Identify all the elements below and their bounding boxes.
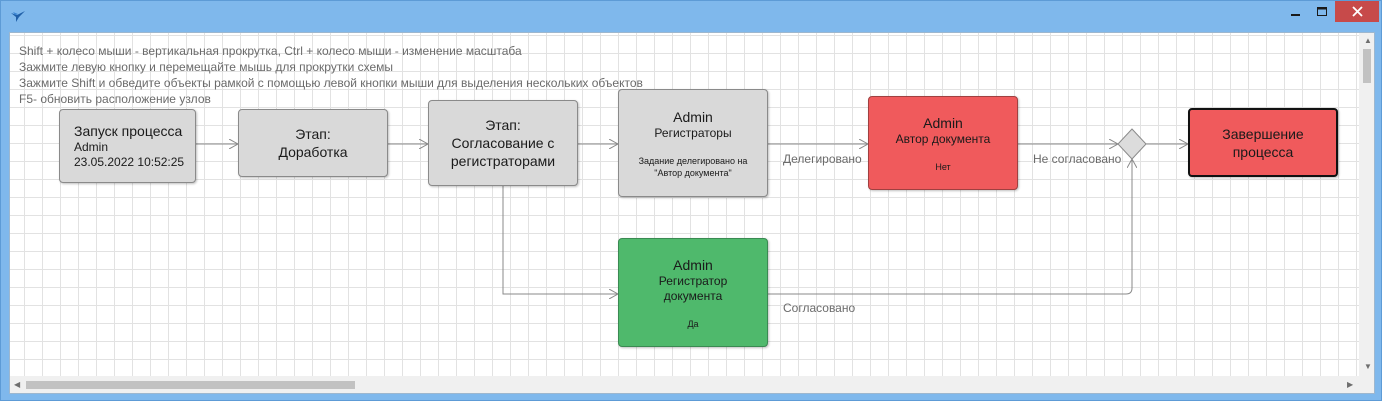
connector-approve-to-doc-registrar bbox=[502, 185, 618, 294]
bird-logo-icon bbox=[11, 11, 25, 22]
minimize-button[interactable] bbox=[1283, 1, 1309, 22]
node-doc-registrar-role1: Регистратор bbox=[658, 273, 728, 288]
edge-label-delegated: Делегировано bbox=[783, 152, 862, 166]
edge-label-approved: Согласовано bbox=[783, 301, 856, 315]
node-approve-line1: Этап: bbox=[485, 117, 521, 133]
exclusive-gateway bbox=[1117, 128, 1147, 160]
node-end-line1: Завершение bbox=[1222, 125, 1304, 142]
node-registrars-user: Admin bbox=[673, 108, 713, 125]
horizontal-scroll-thumb[interactable] bbox=[26, 381, 355, 389]
diagram-canvas[interactable]: Shift + колесо мыши - вертикальная прокр… bbox=[9, 32, 1375, 394]
vertical-scrollbar[interactable]: ▲ ▼ bbox=[1359, 33, 1374, 376]
maximize-button[interactable] bbox=[1309, 1, 1335, 22]
edge-label-not-approved: Не согласовано bbox=[1033, 152, 1122, 166]
node-author-user: Admin bbox=[923, 114, 963, 131]
node-registrars-role: Регистраторы bbox=[654, 125, 732, 140]
node-doc-registrar-user: Admin bbox=[673, 256, 713, 273]
node-approve-line2: Согласование с bbox=[451, 135, 555, 151]
node-registrars-note2: "Автор документа" bbox=[654, 167, 732, 178]
scrollbar-corner bbox=[1359, 376, 1374, 393]
node-document-author[interactable]: Admin Автор документа Нет bbox=[868, 96, 1018, 190]
diagram-connectors bbox=[196, 128, 1359, 376]
maximize-icon bbox=[1317, 6, 1327, 16]
hint-scroll-zoom: Shift + колесо мыши - вертикальная прокр… bbox=[19, 44, 522, 58]
hint-multiselect: Зажмите Shift и обведите объекты рамкой … bbox=[19, 76, 643, 90]
node-approve-line3: регистраторами bbox=[450, 153, 556, 169]
node-start-user: Admin bbox=[74, 140, 109, 154]
close-icon bbox=[1351, 6, 1363, 17]
node-stage-approve[interactable]: Этап: Согласование с регистраторами bbox=[428, 100, 578, 186]
node-registrars-note1: Задание делегировано на bbox=[638, 155, 748, 166]
node-author-result: Нет bbox=[935, 161, 951, 172]
node-doc-registrar-role2: документа bbox=[663, 288, 723, 303]
scroll-up-arrow-icon[interactable]: ▲ bbox=[1364, 36, 1372, 45]
horizontal-scrollbar[interactable]: ◀ ▶ bbox=[10, 376, 1359, 393]
minimize-icon bbox=[1291, 13, 1300, 16]
node-doc-registrar-result: Да bbox=[687, 318, 699, 329]
close-button[interactable] bbox=[1335, 1, 1379, 22]
node-author-role: Автор документа bbox=[895, 131, 991, 146]
title-bar[interactable] bbox=[1, 1, 1381, 31]
scroll-left-arrow-icon[interactable]: ◀ bbox=[14, 380, 21, 389]
connector-doc-registrar-to-gateway bbox=[768, 159, 1132, 295]
node-rework-line2: Доработка bbox=[278, 144, 348, 160]
node-end-line2: процесса bbox=[1232, 143, 1294, 160]
node-registrars[interactable]: Admin Регистраторы Задание делегировано … bbox=[618, 89, 768, 197]
scroll-right-arrow-icon[interactable]: ▶ bbox=[1347, 380, 1354, 389]
hint-pan: Зажмите левую кнопку и перемещайте мышь … bbox=[19, 60, 394, 74]
node-start-date: 23.05.2022 10:52:25 bbox=[74, 155, 185, 169]
node-stage-rework[interactable]: Этап: Доработка bbox=[238, 109, 388, 177]
node-end-process[interactable]: Завершение процесса bbox=[1188, 108, 1338, 177]
node-document-registrar[interactable]: Admin Регистратор документа Да bbox=[618, 238, 768, 347]
scroll-down-arrow-icon[interactable]: ▼ bbox=[1364, 362, 1372, 371]
node-rework-line1: Этап: bbox=[295, 126, 331, 142]
node-start-title: Запуск процесса bbox=[74, 123, 183, 139]
hint-refresh: F5- обновить расположение узлов bbox=[19, 92, 211, 106]
node-start-process[interactable]: Запуск процесса Admin 23.05.2022 10:52:2… bbox=[59, 109, 196, 183]
vertical-scroll-thumb[interactable] bbox=[1363, 49, 1371, 83]
